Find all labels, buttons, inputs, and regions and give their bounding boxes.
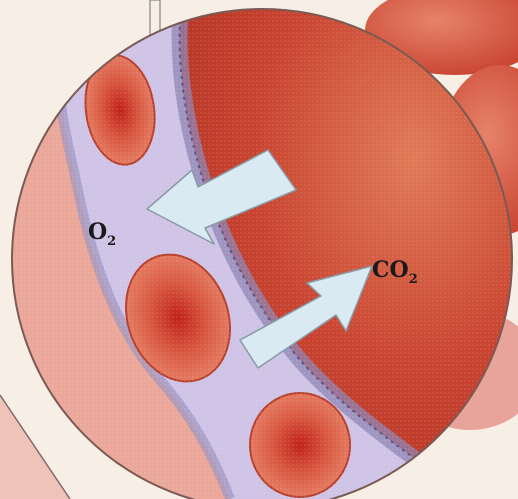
gas-exchange-illustration: O2 CO2 [0,0,518,499]
diagram-canvas: O2 CO2 [0,0,518,499]
